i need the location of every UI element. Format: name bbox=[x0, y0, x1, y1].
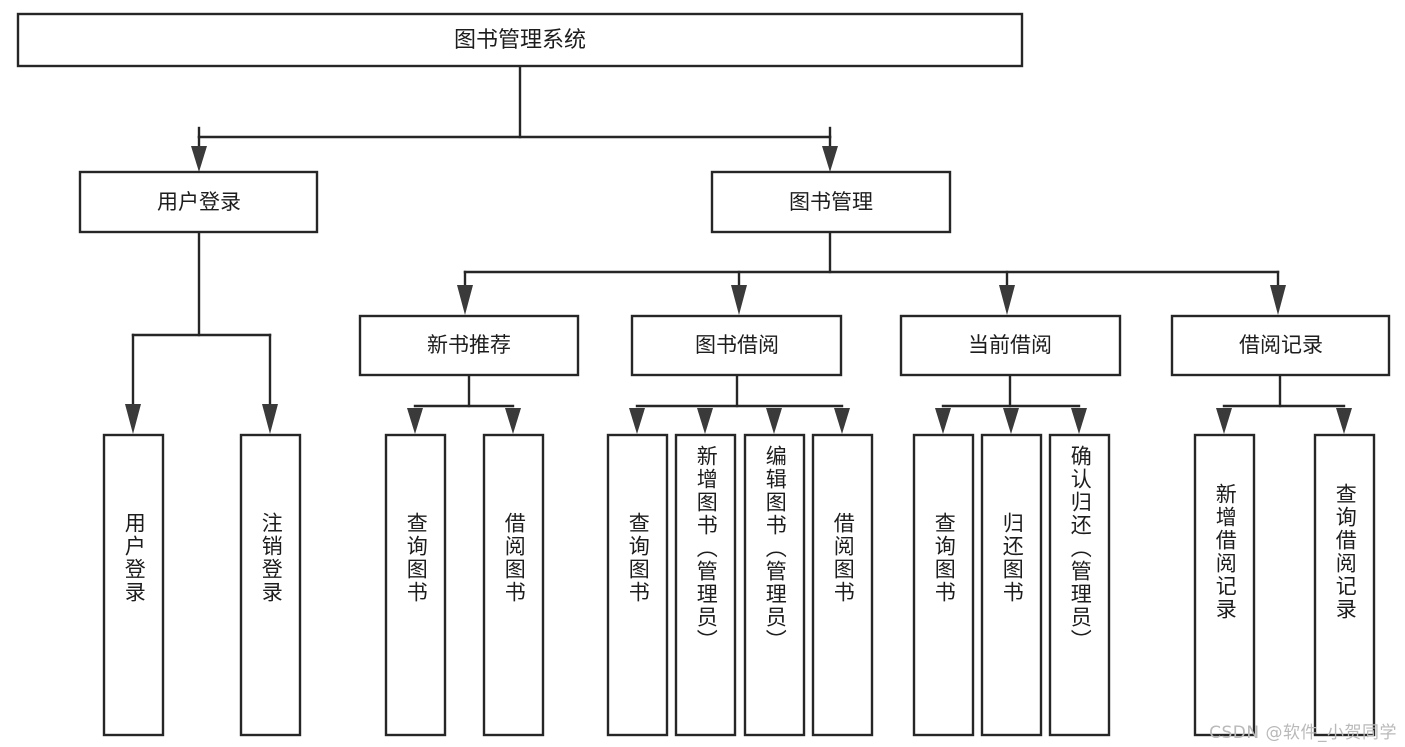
current-borrow-label: 当前借阅 bbox=[968, 333, 1052, 357]
arrow-leaf-borrow-edit-book bbox=[766, 408, 782, 434]
arrow-leaf-user-logout bbox=[262, 404, 278, 434]
leaf-borrow-add-book-box[interactable] bbox=[674, 433, 737, 737]
node-root[interactable]: 图书管理系统 bbox=[16, 12, 1024, 68]
book-manage-label: 图书管理 bbox=[789, 190, 873, 214]
leaf-boxes-layer bbox=[102, 433, 1376, 737]
arrow-leaf-borrow-add-book bbox=[697, 408, 713, 434]
leaf-user-login-box[interactable] bbox=[102, 433, 165, 737]
arrow-leaf-rec-query-book bbox=[407, 408, 423, 434]
arrow-leaf-rec-borrow-book bbox=[505, 408, 521, 434]
arrow-current-borrow bbox=[999, 285, 1015, 315]
root-label: 图书管理系统 bbox=[454, 28, 586, 53]
arrow-leaf-user-login bbox=[125, 404, 141, 434]
new-book-rec-label: 新书推荐 bbox=[427, 333, 511, 357]
root-box[interactable] bbox=[16, 12, 1024, 68]
leaf-rec-borrow-book-box[interactable] bbox=[482, 433, 545, 737]
arrow-leaf-cur-return-book bbox=[1003, 408, 1019, 434]
leaf-borrow-edit-book-box[interactable] bbox=[743, 433, 806, 737]
node-user-login[interactable]: 用户登录 bbox=[78, 170, 319, 234]
arrow-leaf-borrow-borrow-book bbox=[834, 408, 850, 434]
csdn-watermark: CSDN @软件_小贺同学 bbox=[1209, 723, 1397, 743]
leaf-cur-query-book-box[interactable] bbox=[912, 433, 975, 737]
arrow-book-manage bbox=[822, 146, 838, 172]
arrow-user-login bbox=[191, 146, 207, 172]
arrow-leaf-cur-query-book bbox=[935, 408, 951, 434]
leaf-rec-add-record-box[interactable] bbox=[1193, 433, 1256, 737]
node-book-manage[interactable]: 图书管理 bbox=[710, 170, 952, 234]
arrow-leaf-rec-query-record bbox=[1336, 408, 1352, 434]
arrow-new-book-rec bbox=[457, 285, 473, 315]
node-new-book-rec[interactable]: 新书推荐 bbox=[358, 314, 580, 377]
leaf-cur-return-book-box[interactable] bbox=[980, 433, 1043, 737]
book-borrow-label: 图书借阅 bbox=[695, 333, 779, 357]
arrow-borrow-record bbox=[1270, 285, 1286, 315]
leaf-rec-query-record-box[interactable] bbox=[1313, 433, 1376, 737]
leaf-user-logout-box[interactable] bbox=[239, 433, 302, 737]
leaf-rec-query-book-box[interactable] bbox=[384, 433, 447, 737]
user-login-label: 用户登录 bbox=[157, 190, 241, 214]
arrow-book-borrow bbox=[731, 285, 747, 315]
connector-layer bbox=[125, 64, 1352, 434]
node-book-borrow[interactable]: 图书借阅 bbox=[630, 314, 843, 377]
arrow-leaf-borrow-query-book bbox=[629, 408, 645, 434]
arrow-leaf-cur-confirm-return bbox=[1071, 408, 1087, 434]
book-borrow-box[interactable] bbox=[630, 314, 843, 377]
new-book-rec-box[interactable] bbox=[358, 314, 580, 377]
node-current-borrow[interactable]: 当前借阅 bbox=[899, 314, 1122, 377]
book-manage-box[interactable] bbox=[710, 170, 952, 234]
user-login-box[interactable] bbox=[78, 170, 319, 234]
borrow-record-label: 借阅记录 bbox=[1239, 333, 1323, 357]
leaf-cur-confirm-return-box[interactable] bbox=[1048, 433, 1111, 737]
leaf-borrow-borrow-book-box[interactable] bbox=[811, 433, 874, 737]
current-borrow-box[interactable] bbox=[899, 314, 1122, 377]
node-borrow-record[interactable]: 借阅记录 bbox=[1170, 314, 1391, 377]
borrow-record-box[interactable] bbox=[1170, 314, 1391, 377]
leaf-borrow-query-book-box[interactable] bbox=[606, 433, 669, 737]
arrow-leaf-rec-add-record bbox=[1216, 408, 1232, 434]
